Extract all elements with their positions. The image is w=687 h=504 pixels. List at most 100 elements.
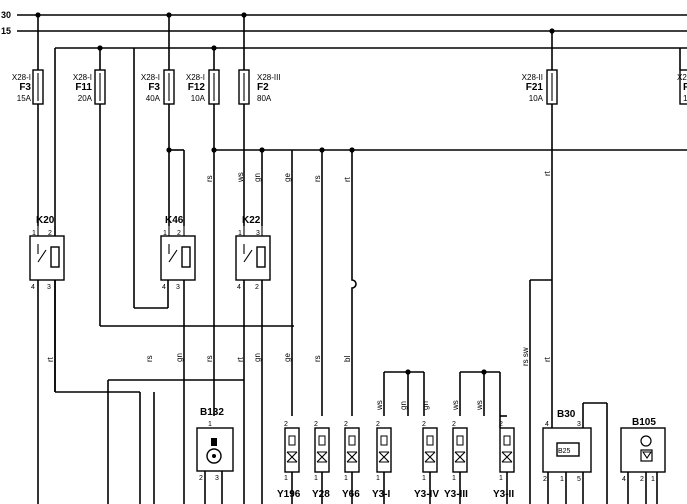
pin-number: 1 — [560, 476, 564, 483]
valve-label: Y3-II — [493, 489, 514, 500]
pin-number: 4 — [545, 421, 549, 428]
pin-number: 2 — [314, 421, 318, 428]
wire-color-label: ws — [475, 400, 484, 411]
valve-label: Y28 — [312, 489, 330, 500]
wire-color-label: rt — [343, 176, 352, 182]
valve-label: Y3-IV — [414, 489, 439, 500]
wire-color-label: bl — [343, 356, 352, 362]
pin-number: 2 — [284, 421, 288, 428]
valve-label: Y196 — [277, 489, 301, 500]
lower-wires — [107, 279, 608, 504]
fuse-connector-label: X28-I — [141, 73, 160, 82]
pin-number: 2 — [199, 475, 203, 482]
relay-pin: 4 — [31, 284, 35, 291]
valve-y196: 2 1 Y196 — [277, 421, 301, 504]
fuse-connector-label: X28-I — [12, 73, 31, 82]
component-label-b30: B30 — [557, 409, 576, 420]
pin-number: 5 — [577, 476, 581, 483]
wire-color-label: ws — [375, 400, 384, 411]
wire-color-label: ws — [451, 400, 460, 411]
relay-label-k46: K46 — [165, 215, 184, 226]
fuse-f12: X28-I F12 10A — [186, 48, 220, 416]
wire-color-label: gn — [253, 173, 262, 182]
wire-color-label: gn — [421, 401, 430, 410]
fuse-name-label: F12 — [188, 82, 206, 93]
wire-color-label: rt — [236, 356, 245, 362]
fuse-name-label: F3 — [19, 82, 31, 93]
wire-color-label: rs sw — [521, 347, 530, 366]
sensor-b105: B105 4 2 1 — [620, 417, 666, 504]
valve-y28: 2 1 Y28 — [312, 421, 330, 504]
wire-color-label: gn — [253, 353, 262, 362]
fuse-rating-label: 80A — [257, 94, 272, 103]
valve-y3-i: 2 1 Y3-I — [372, 421, 392, 504]
relay-pin: 1 — [32, 230, 36, 237]
pin-number: 3 — [215, 475, 219, 482]
wire-color-label: rs — [145, 355, 154, 362]
relay-k22: K22 1 3 4 2 — [235, 215, 271, 504]
wire-color-label: rt — [543, 356, 552, 362]
relay-label-k20: K20 — [36, 215, 55, 226]
sensor-b30: B30 B25 4 3 2 1 5 — [542, 409, 592, 504]
fuse-connector-label: X28-I — [186, 73, 205, 82]
fuse-name-label: F11 — [75, 82, 92, 93]
pin-number: 2 — [376, 421, 380, 428]
wire-color-label: rs — [205, 175, 214, 182]
fuse-f2: X28-III F2 80A — [238, 15, 281, 226]
pin-number: 1 — [376, 475, 380, 482]
fuse-rating-label: 10A — [191, 94, 206, 103]
bus-label-15: 15 — [1, 26, 11, 36]
fuse-f21: X28-II F21 10A — [522, 31, 558, 416]
bus-lines — [17, 12, 687, 504]
relay-pin: 4 — [162, 284, 166, 291]
bus-label-30: 30 — [1, 10, 11, 20]
fuse-connector-label: X28-III — [257, 73, 281, 82]
wire-color-label: ge — [283, 353, 292, 362]
pin-number: 1 — [422, 475, 426, 482]
valve-y3-iii: 2 1 Y3-III — [444, 421, 468, 504]
fuse-partial: X28-II F 1 — [677, 48, 687, 105]
fuse-name-label: F21 — [526, 82, 544, 93]
pin-number: 2 — [499, 421, 503, 428]
fuse-name-label: F3 — [148, 82, 160, 93]
pin-number: 2 — [344, 421, 348, 428]
distribution-bus — [133, 48, 687, 416]
pin-number: 3 — [577, 421, 581, 428]
fuse-connector-label: X28-I — [73, 73, 92, 82]
fuse-f3: X28-I F3 15A — [12, 15, 44, 226]
fuse-connector-label: X28-II — [522, 73, 543, 82]
pin-number: 2 — [640, 476, 644, 483]
relay-pin: 3 — [176, 284, 180, 291]
pin-number: 1 — [314, 475, 318, 482]
fuse-rating-label: 20A — [78, 94, 93, 103]
relay-pin: 2 — [255, 284, 259, 291]
component-label-b132: B132 — [200, 407, 224, 418]
valve-y66: 2 1 Y66 — [342, 421, 360, 504]
pin-number: 1 — [452, 475, 456, 482]
wire-color-label: gn — [399, 401, 408, 410]
fuse-name-label: F2 — [257, 82, 269, 93]
valve-label: Y66 — [342, 489, 360, 500]
fuse-f3-40a: X28-I F3 40A — [141, 15, 175, 226]
wire-color-label: ge — [283, 173, 292, 182]
relay-pin: 2 — [177, 230, 181, 237]
relay-pin: 3 — [256, 230, 260, 237]
wire-color-label: rt — [543, 170, 552, 176]
wire-color-label: rs — [205, 355, 214, 362]
valve-y3-ii: 2 1 Y3-II — [493, 421, 515, 504]
pin-number: 2 — [543, 476, 547, 483]
relay-pin: 1 — [163, 230, 167, 237]
relay-pin: 4 — [237, 284, 241, 291]
wire-color-label: ws — [236, 172, 245, 183]
pin-number: 4 — [622, 476, 626, 483]
pin-number: 1 — [284, 475, 288, 482]
valve-label: Y3-I — [372, 489, 391, 500]
fuse-connector-label: X28-II — [677, 73, 687, 82]
fuse-rating-label: 40A — [146, 94, 161, 103]
relay-k46: K46 1 2 4 3 — [160, 215, 196, 504]
pin-number: 2 — [452, 421, 456, 428]
wire-color-label: rt — [46, 356, 55, 362]
relay-pin: 1 — [238, 230, 242, 237]
pin-number: 1 — [208, 421, 212, 428]
